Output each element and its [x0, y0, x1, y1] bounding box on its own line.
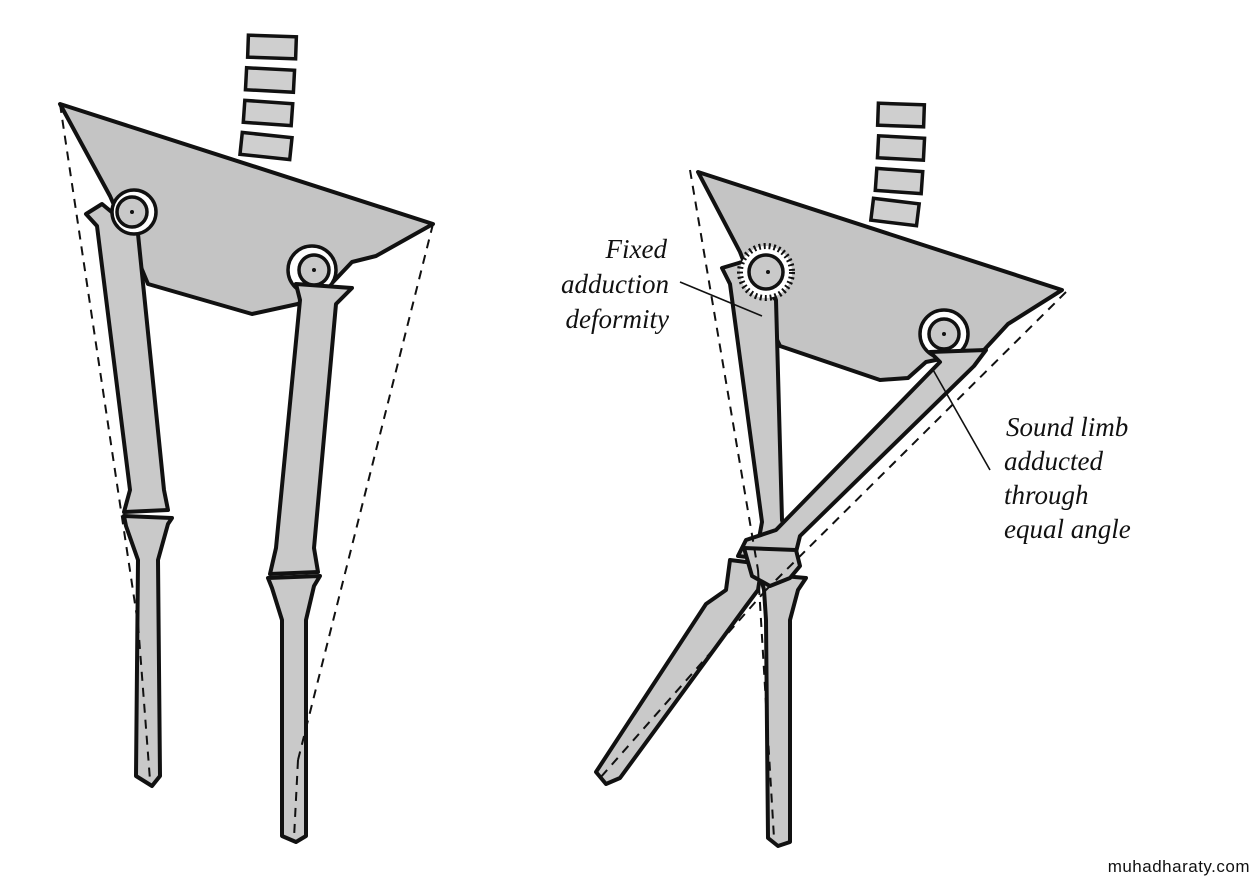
right-panel — [594, 101, 1067, 848]
fixed-adduction-label: Fixed adduction deformity — [561, 234, 669, 334]
left-panel — [58, 33, 435, 844]
sound-limb-line-3: through — [1004, 480, 1089, 510]
sound-tibia — [594, 558, 764, 786]
left-dashed-guides — [59, 103, 434, 839]
sound-limb-label: Sound limb adducted through equal angle — [1004, 412, 1131, 544]
left-femur-a — [84, 188, 170, 514]
sound-limb-line-4: equal angle — [1004, 514, 1131, 544]
sound-limb-line-2: adducted — [1004, 446, 1103, 476]
watermark: muhadharaty.com — [1108, 857, 1250, 876]
fixed-tibia — [758, 572, 808, 848]
left-vertebrae — [238, 33, 299, 162]
fixed-adduction-line-1: Fixed — [605, 234, 668, 264]
left-tibia-a — [122, 514, 174, 788]
fixed-adduction-line-2: adduction — [561, 269, 669, 299]
fixed-femur — [720, 243, 795, 546]
right-tibia-a — [266, 574, 322, 844]
sound-limb-line-1: Sound limb — [1006, 412, 1128, 442]
right-vertebrae — [868, 101, 927, 228]
right-dashed-guides — [599, 169, 1067, 839]
fixed-adduction-line-3: deformity — [566, 304, 669, 334]
sound-limb-leader — [931, 367, 991, 471]
right-femur-a — [268, 244, 354, 576]
fixed-adduction-leader — [679, 281, 763, 317]
